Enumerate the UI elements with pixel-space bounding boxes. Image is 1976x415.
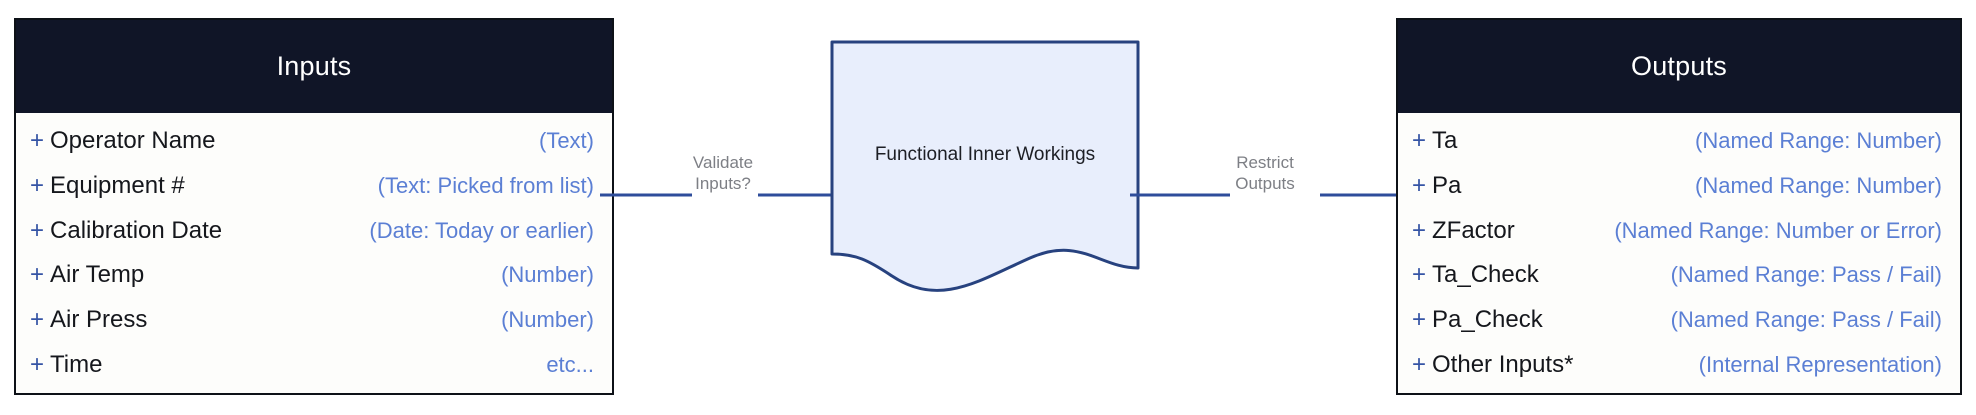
outputs-row-type: (Named Range: Number) xyxy=(1695,172,1942,198)
plus-icon: + xyxy=(1412,216,1427,244)
process-document-shape: Functional Inner Workings xyxy=(830,40,1140,310)
list-item[interactable]: + Pa (Named Range: Number) xyxy=(1412,171,1942,199)
plus-icon: + xyxy=(30,261,45,289)
plus-icon: + xyxy=(1412,261,1427,289)
outputs-row-label: + Other Inputs* xyxy=(1412,350,1574,378)
plus-icon: + xyxy=(30,350,45,378)
list-item[interactable]: + Ta_Check (Named Range: Pass / Fail) xyxy=(1412,263,1942,287)
inputs-row-type: (Number) xyxy=(501,306,594,332)
list-item[interactable]: + Operator Name (Text) xyxy=(30,129,594,153)
plus-icon: + xyxy=(1412,127,1427,155)
list-item[interactable]: + ZFactor (Named Range: Number or Error) xyxy=(1412,216,1942,244)
list-item[interactable]: + Air Temp (Number) xyxy=(30,263,594,287)
outputs-panel: Outputs + Ta (Named Range: Number) + Pa … xyxy=(1396,18,1962,395)
list-item[interactable]: + Air Press (Number) xyxy=(30,305,594,333)
plus-icon: + xyxy=(30,216,45,244)
outputs-row-type: (Internal Representation) xyxy=(1698,351,1942,377)
inputs-row-name: Air Temp xyxy=(50,261,145,289)
outputs-row-type: (Named Range: Number) xyxy=(1695,128,1942,154)
list-item[interactable]: + Other Inputs* (Internal Representation… xyxy=(1412,350,1942,378)
outputs-row-type: (Named Range: Pass / Fail) xyxy=(1670,306,1942,332)
inputs-row-label: + Equipment # xyxy=(30,171,185,199)
inputs-row-type: (Text) xyxy=(539,128,594,154)
inputs-panel-title: Inputs xyxy=(16,20,612,113)
inputs-row-label: + Air Temp xyxy=(30,263,144,287)
plus-icon: + xyxy=(30,305,45,333)
inputs-row-list: + Operator Name (Text) + Equipment # (Te… xyxy=(16,113,612,393)
outputs-row-type: (Named Range: Number or Error) xyxy=(1614,217,1942,243)
outputs-row-name: Pa_Check xyxy=(1432,305,1543,333)
list-item[interactable]: + Calibration Date (Date: Today or earli… xyxy=(30,216,594,244)
inputs-row-type: (Text: Picked from list) xyxy=(377,172,594,198)
plus-icon: + xyxy=(30,171,45,199)
plus-icon: + xyxy=(1412,305,1427,333)
plus-icon: + xyxy=(1412,171,1427,199)
inputs-row-label: + Operator Name xyxy=(30,129,215,153)
list-item[interactable]: + Equipment # (Text: Picked from list) xyxy=(30,171,594,199)
outputs-row-type: (Named Range: Pass / Fail) xyxy=(1670,262,1942,288)
outputs-row-label: + Pa xyxy=(1412,171,1462,199)
list-item[interactable]: + Ta (Named Range: Number) xyxy=(1412,129,1942,153)
outputs-row-name: Other Inputs* xyxy=(1432,350,1574,378)
inputs-row-label: + Air Press xyxy=(30,305,148,333)
plus-icon: + xyxy=(1412,350,1427,378)
outputs-row-name: ZFactor xyxy=(1432,216,1515,244)
outputs-row-label: + Ta xyxy=(1412,129,1457,153)
outputs-row-label: + ZFactor xyxy=(1412,216,1515,244)
plus-icon: + xyxy=(30,127,45,155)
inputs-row-name: Time xyxy=(50,350,103,378)
outputs-row-list: + Ta (Named Range: Number) + Pa (Named R… xyxy=(1398,113,1960,393)
inputs-row-name: Calibration Date xyxy=(50,216,223,244)
outputs-row-label: + Ta_Check xyxy=(1412,263,1539,287)
inputs-row-label: + Calibration Date xyxy=(30,216,223,244)
edge-label-restrict-outputs: Restrict Outputs xyxy=(1235,153,1295,194)
inputs-row-type: (Date: Today or earlier) xyxy=(369,217,594,243)
inputs-panel: Inputs + Operator Name (Text) + Equipmen… xyxy=(14,18,614,395)
edge-label-validate-inputs: Validate Inputs? xyxy=(692,153,754,194)
outputs-panel-title: Outputs xyxy=(1398,20,1960,113)
outputs-row-name: Ta xyxy=(1432,127,1458,155)
outputs-row-name: Ta_Check xyxy=(1432,261,1539,289)
inputs-row-label: + Time xyxy=(30,350,103,378)
inputs-row-type: (Number) xyxy=(501,262,594,288)
inputs-row-type: etc... xyxy=(546,351,594,377)
outputs-row-name: Pa xyxy=(1432,171,1462,199)
outputs-row-label: + Pa_Check xyxy=(1412,305,1543,333)
list-item[interactable]: + Time etc... xyxy=(30,350,594,378)
inputs-row-name: Equipment # xyxy=(50,171,185,199)
inputs-row-name: Air Press xyxy=(50,305,148,333)
list-item[interactable]: + Pa_Check (Named Range: Pass / Fail) xyxy=(1412,305,1942,333)
inputs-row-name: Operator Name xyxy=(50,127,216,155)
